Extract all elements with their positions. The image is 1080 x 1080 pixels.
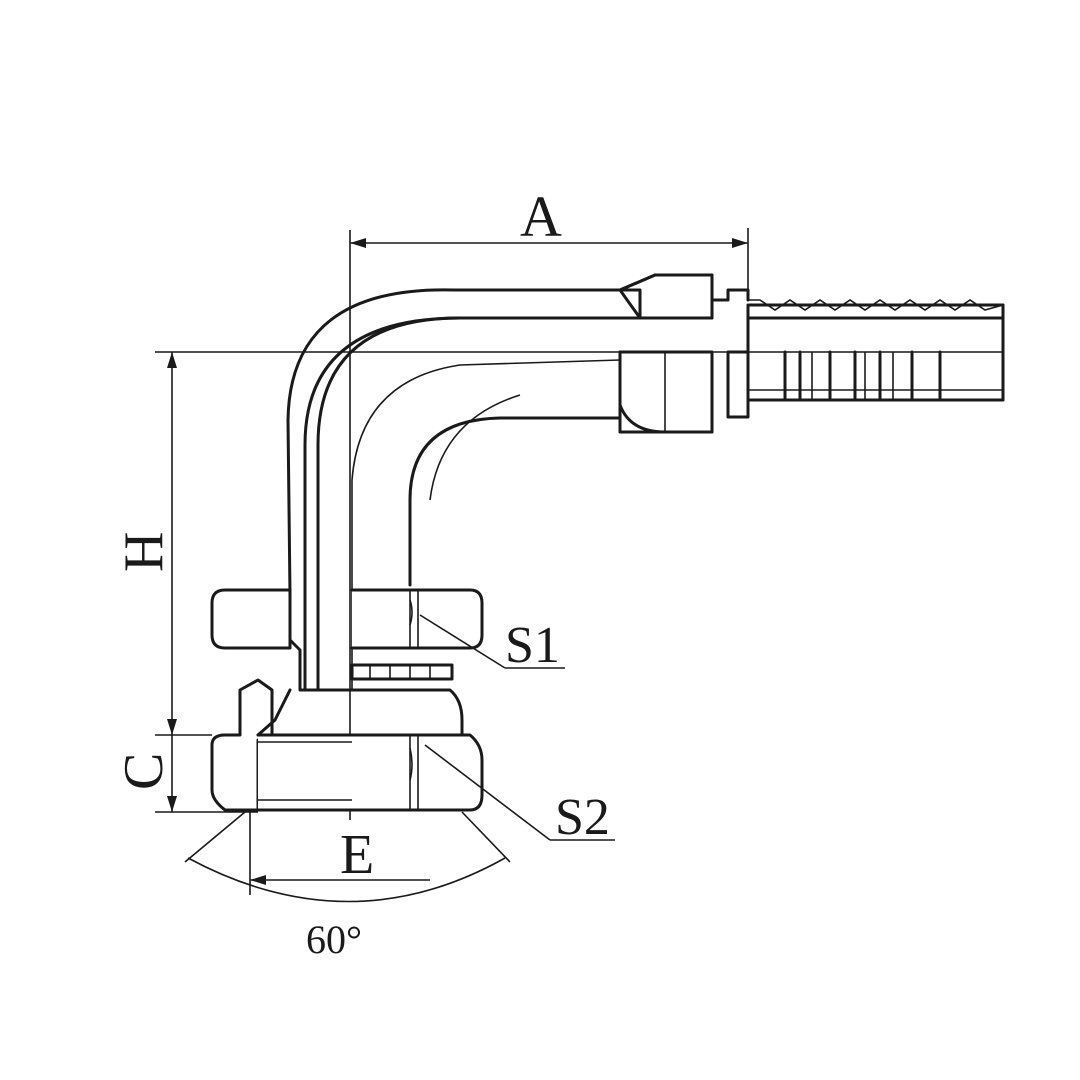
stem-rings xyxy=(783,350,942,402)
dimension-c xyxy=(155,735,258,813)
elbow-body xyxy=(286,288,714,692)
dimension-h xyxy=(155,352,212,736)
nut-s1 xyxy=(210,588,484,681)
collar-hatch xyxy=(618,273,714,320)
centerlines xyxy=(155,230,1003,820)
collar-lower xyxy=(618,350,714,434)
label-angle: 60° xyxy=(306,917,362,962)
label-e: E xyxy=(340,824,374,886)
nut-s2 xyxy=(210,678,484,812)
nut-s1-left-hatched xyxy=(210,588,292,650)
dimension-e xyxy=(249,812,430,895)
bend-centerline-arc xyxy=(429,394,521,501)
elbow-bore xyxy=(303,316,714,692)
leader-s2 xyxy=(424,744,551,841)
nut-s2-upper xyxy=(303,688,464,737)
dimension-angle xyxy=(184,811,511,903)
stem-top-barbs xyxy=(748,299,1004,311)
label-s1: S1 xyxy=(505,617,560,674)
elbow-inner-curve xyxy=(408,416,622,587)
label-h: H xyxy=(113,532,175,572)
leader-s1 xyxy=(419,614,506,669)
dimension-a xyxy=(350,228,749,290)
label-c: C xyxy=(113,753,175,790)
label-a: A xyxy=(520,184,562,249)
barbed-stem xyxy=(746,299,1005,402)
leaders xyxy=(419,614,615,841)
elbow-bore-inner xyxy=(351,359,621,690)
nut-s1-body xyxy=(350,588,484,650)
nut-s2-body xyxy=(256,733,484,812)
collar xyxy=(618,273,750,434)
washer-ring xyxy=(350,663,454,681)
label-s2: S2 xyxy=(555,789,610,846)
